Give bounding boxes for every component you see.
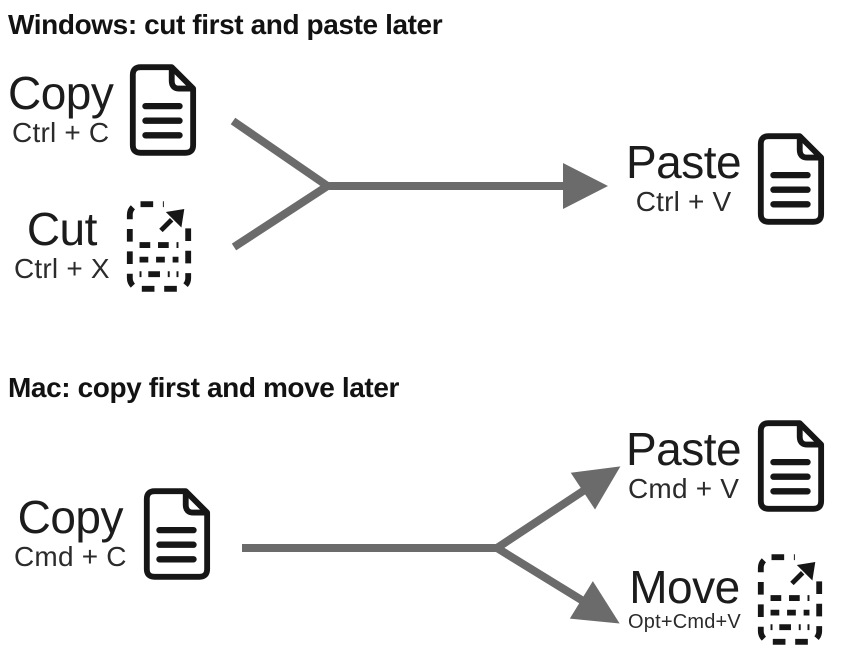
windows-cut-shortcut: Ctrl + X: [14, 253, 110, 285]
windows-paste-item: Paste Ctrl + V: [626, 131, 826, 227]
windows-cut-item: Cut Ctrl + X: [14, 198, 195, 294]
mac-paste-shortcut: Cmd + V: [628, 473, 740, 505]
mac-copy-shortcut: Cmd + C: [14, 541, 127, 573]
document-dashed-icon: [754, 551, 826, 647]
windows-paste-label: Paste: [626, 136, 742, 189]
windows-section-heading: Windows: cut first and paste later: [8, 9, 443, 40]
document-icon: [754, 418, 826, 514]
document-icon: [140, 486, 212, 582]
document-icon: [754, 131, 826, 227]
mac-section-heading: Mac: copy first and move later: [8, 372, 400, 403]
mac-move-item: Move Opt+Cmd+V: [628, 551, 826, 647]
mac-paste-label: Paste: [626, 423, 742, 476]
mac-move-label: Move: [629, 561, 740, 614]
windows-paste-shortcut: Ctrl + V: [635, 186, 732, 218]
windows-copy-item: Copy Ctrl + C: [8, 62, 198, 158]
windows-copy-shortcut: Ctrl + C: [12, 117, 110, 149]
mac-split-arrow: [242, 466, 621, 624]
mac-move-shortcut: Opt+Cmd+V: [628, 610, 741, 633]
mac-copy-item: Copy Cmd + C: [14, 486, 212, 582]
windows-copy-label: Copy: [8, 67, 114, 120]
document-icon: [126, 62, 198, 158]
windows-merge-arrow: [230, 117, 608, 251]
mac-copy-label: Copy: [17, 491, 124, 544]
mac-paste-item: Paste Cmd + V: [626, 418, 826, 514]
document-dashed-icon: [123, 198, 195, 294]
windows-cut-label: Cut: [26, 203, 98, 256]
